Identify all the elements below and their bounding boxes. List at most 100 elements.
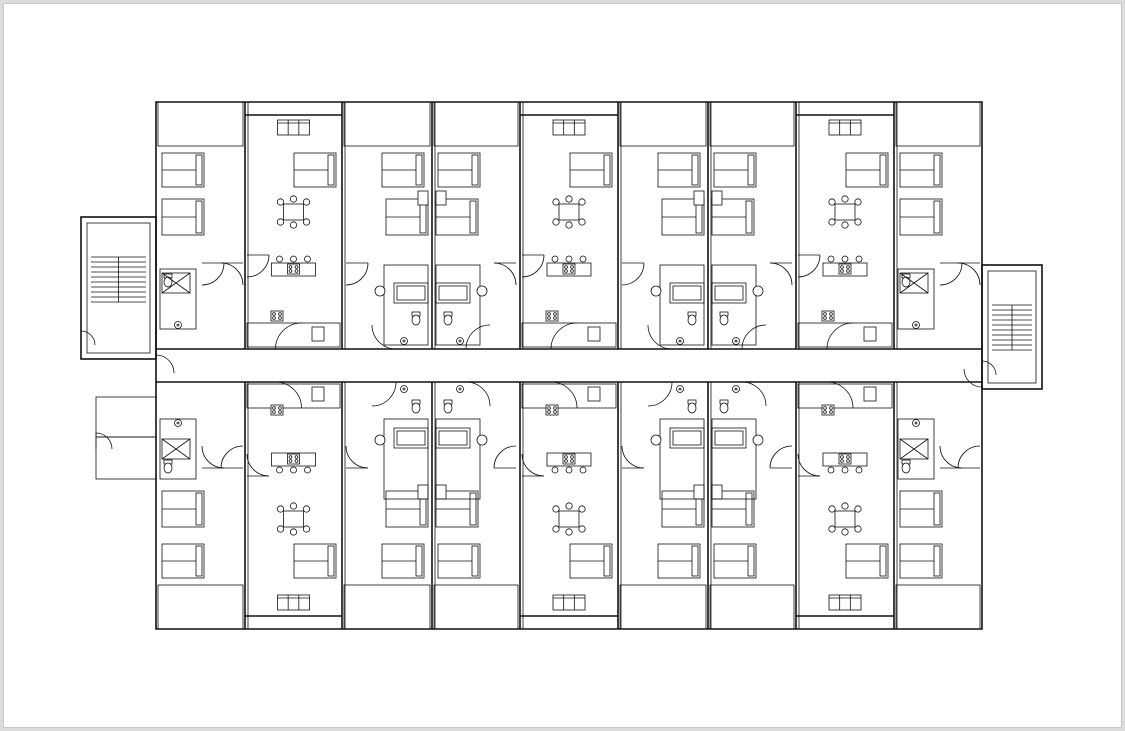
sink [912, 321, 920, 329]
door-swing [493, 262, 517, 286]
bathtub [669, 282, 705, 304]
corridor-door [155, 354, 175, 374]
bed [657, 543, 701, 579]
bed [437, 152, 481, 188]
dining-set [828, 502, 862, 536]
door-swing [939, 262, 963, 286]
stove [562, 263, 576, 275]
door-swing [939, 445, 963, 469]
bathroom [711, 264, 757, 346]
bed [161, 543, 205, 579]
bed [899, 490, 943, 528]
sofa [828, 119, 862, 136]
toilet [901, 273, 911, 288]
stove [562, 453, 576, 465]
entry-door [826, 381, 854, 409]
balcony [619, 101, 707, 147]
bathroom [435, 418, 481, 500]
door-swing [521, 453, 545, 477]
fridge [311, 326, 325, 342]
stove [270, 404, 284, 416]
unit-south [711, 381, 793, 579]
bathtub [711, 282, 747, 304]
bed [569, 152, 613, 188]
unit-north [246, 119, 341, 350]
toilet [443, 399, 453, 414]
bed [161, 490, 205, 528]
kitchen-counter [797, 322, 893, 348]
unit-north [435, 152, 517, 350]
stove [287, 453, 300, 465]
bed [381, 543, 425, 579]
bathroom [659, 418, 705, 500]
bed [437, 543, 481, 579]
bathroom [159, 418, 197, 480]
bed [569, 543, 613, 579]
bathtub [435, 427, 471, 449]
sofa [277, 594, 310, 611]
entry-door [465, 381, 491, 407]
nightstand [693, 190, 705, 206]
door-swing [345, 262, 369, 286]
bed [713, 543, 757, 579]
door-swing [769, 262, 793, 286]
door-swing [220, 262, 244, 286]
toilet [901, 459, 911, 474]
door-swing [95, 432, 113, 450]
dining-set [552, 502, 586, 536]
unit-south [521, 381, 617, 611]
entry-door [826, 322, 854, 350]
balcony [433, 584, 519, 630]
entry-door [741, 381, 767, 407]
fridge [587, 386, 601, 402]
door-swing [246, 453, 270, 477]
door-swing [80, 330, 96, 346]
unit-south [621, 381, 705, 579]
sink [456, 385, 464, 393]
nightstand [435, 484, 447, 500]
bathroom [897, 268, 935, 330]
balcony [157, 584, 244, 630]
toilet [163, 459, 173, 474]
sink [400, 337, 408, 345]
balcony [619, 584, 707, 630]
bathroom [435, 264, 481, 346]
kitchen-counter [246, 322, 341, 348]
door-swing [220, 445, 244, 469]
door-swing [797, 453, 821, 477]
bed [899, 152, 943, 188]
bathtub [393, 427, 429, 449]
entry-door [550, 322, 578, 350]
door-swing [201, 445, 225, 469]
balcony [433, 101, 519, 147]
unit-north [521, 119, 617, 350]
toilet [411, 399, 421, 414]
sink [912, 419, 920, 427]
unit-south [345, 381, 429, 579]
door-swing [345, 445, 369, 469]
dining-set [552, 195, 586, 229]
toilet [687, 399, 697, 414]
bed [381, 152, 425, 188]
sofa [277, 119, 310, 136]
sink [400, 385, 408, 393]
balcony [895, 584, 981, 630]
entry-door [275, 381, 302, 409]
bed [845, 543, 889, 579]
bathtub [435, 282, 471, 304]
drawing-sheet [3, 3, 1122, 728]
nightstand [693, 484, 705, 500]
bed [293, 543, 337, 579]
sink [174, 321, 182, 329]
toilet [163, 273, 173, 288]
balcony [709, 584, 795, 630]
unit-south [435, 381, 517, 579]
bathroom [659, 264, 705, 346]
kitchen-counter [797, 383, 893, 409]
stove [821, 404, 835, 416]
unit-north [621, 152, 705, 350]
unit-north [897, 152, 981, 330]
building [95, 101, 983, 630]
entry-door [647, 381, 673, 407]
stove [821, 310, 835, 322]
